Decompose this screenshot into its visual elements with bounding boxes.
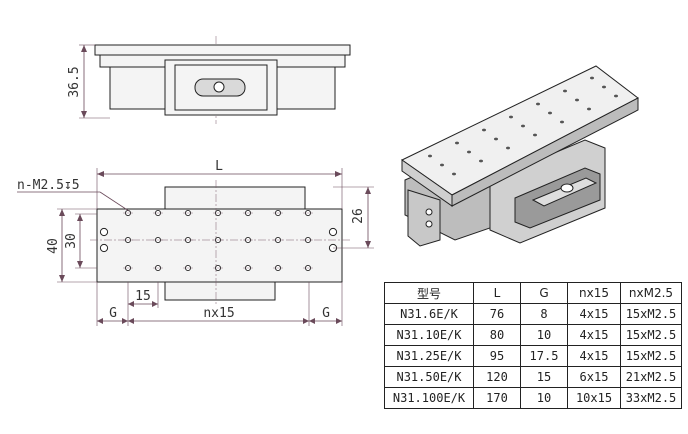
iso-hole [428,154,432,158]
top-view: 36.5 [67,36,351,124]
cell-model: N31.10E/K [384,324,474,346]
header-nx15: nx15 [567,282,621,304]
cell-nx15: 6x15 [567,366,621,388]
cell-nx15: 10x15 [567,387,621,409]
iso-hole [467,150,471,154]
dim-30-label: 30 [64,233,79,249]
iso-hole [590,76,594,80]
iso-hole [455,141,459,145]
iso-hole [533,133,537,137]
mounting-hole-grid [123,209,313,272]
iso-hole [482,128,486,132]
table-row: N31.50E/K 120 15 6x15 21xM2.5 [384,366,682,388]
dim-g-right-label: G [322,306,330,321]
iso-hole [494,137,498,141]
iso-hole [548,111,552,115]
cell-g: 17.5 [520,345,568,367]
front-view: L n-M2.5↧5 40 30 26 15 [17,159,374,326]
cell-nxm25: 15xM2.5 [620,345,682,367]
dim-26-label: 26 [351,208,366,224]
cell-model: N31.6E/K [384,303,474,325]
cell-l: 80 [473,324,521,346]
hole-note: n-M2.5↧5 [17,178,80,193]
dim-nx15-label: nx15 [203,306,234,321]
cell-nx15: 4x15 [567,324,621,346]
header-g: G [520,282,568,304]
cell-l: 120 [473,366,521,388]
dim-g-left-label: G [109,306,117,321]
table-row: N31.6E/K 76 8 4x15 15xM2.5 [384,303,682,325]
iso-hole [440,163,444,167]
length-label: L [215,159,223,174]
cell-g: 10 [520,387,568,409]
table-header-row: 型号 L G nx15 nxM2.5 [384,282,682,304]
dim-15-label: 15 [135,289,151,304]
cell-l: 95 [473,345,521,367]
cell-g: 10 [520,324,568,346]
table-row: N31.10E/K 80 10 4x15 15xM2.5 [384,324,682,346]
iso-hole [614,94,618,98]
iso-hole [560,120,564,124]
cell-model: N31.100E/K [384,387,474,409]
cell-nxm25: 33xM2.5 [620,387,682,409]
table-row: N31.25E/K 95 17.5 4x15 15xM2.5 [384,345,682,367]
iso-hole [575,98,579,102]
iso-hole [536,102,540,106]
iso-hole [479,159,483,163]
cell-model: N31.25E/K [384,345,474,367]
iso-hole [587,107,591,111]
cell-nx15: 4x15 [567,303,621,325]
isometric-view [401,65,639,247]
header-model: 型号 [384,282,474,304]
iso-hole [452,172,456,176]
spec-table: 型号 L G nx15 nxM2.5 N31.6E/K 76 8 4x15 15… [384,282,682,409]
iso-hole [563,89,567,93]
cell-nx15: 4x15 [567,345,621,367]
iso-hole [506,146,510,150]
cell-l: 170 [473,387,521,409]
cell-l: 76 [473,303,521,325]
iso-hole [602,85,606,89]
cell-nxm25: 21xM2.5 [620,366,682,388]
cell-nxm25: 15xM2.5 [620,324,682,346]
top-height-label: 36.5 [67,66,82,97]
iso-plate-holes [428,76,618,176]
iso-hole [521,124,525,128]
cell-g: 15 [520,366,568,388]
cell-model: N31.50E/K [384,366,474,388]
header-nxm25: nxM2.5 [620,282,682,304]
cell-g: 8 [520,303,568,325]
cell-nxm25: 15xM2.5 [620,303,682,325]
header-l: L [473,282,521,304]
dim-40-label: 40 [46,238,61,254]
iso-hole [509,115,513,119]
table-row: N31.100E/K 170 10 10x15 33xM2.5 [384,387,682,409]
